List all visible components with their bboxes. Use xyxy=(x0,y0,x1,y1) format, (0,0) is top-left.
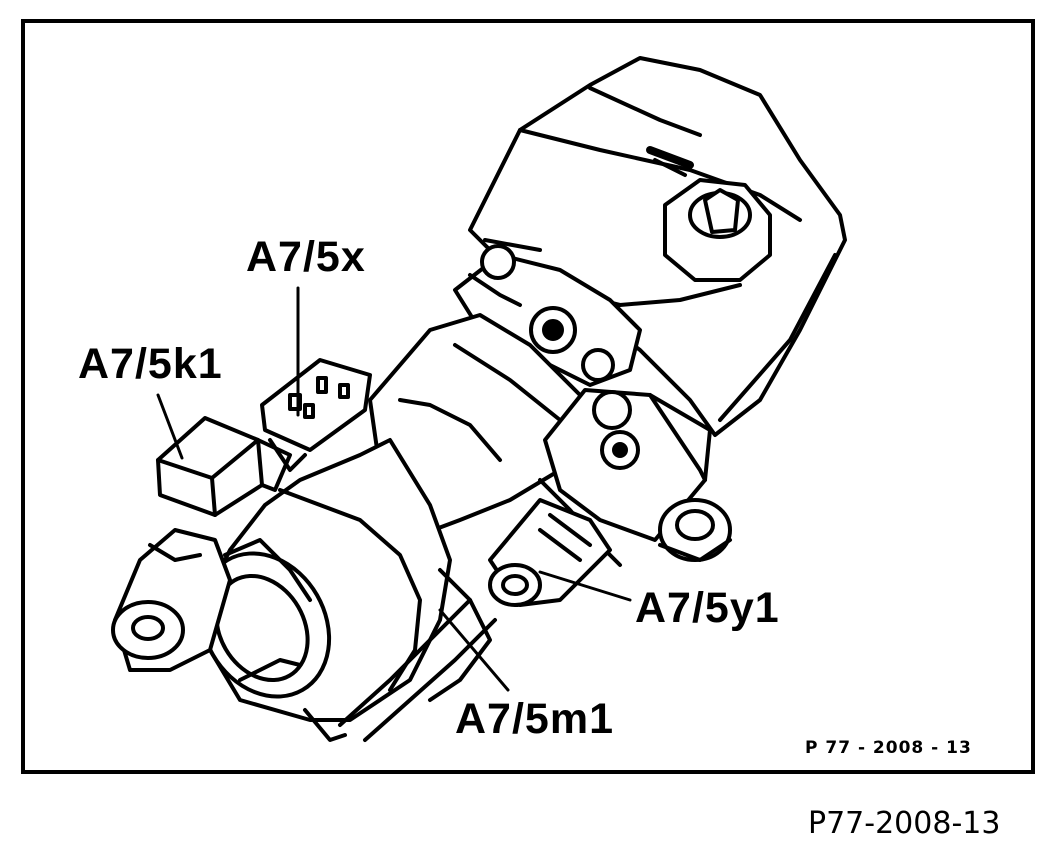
upper-bracket xyxy=(453,244,642,387)
leader-valve xyxy=(538,570,632,602)
leader-motor xyxy=(438,608,510,692)
label-a7-5m1: A7/5m1 xyxy=(455,695,614,743)
leader-relay xyxy=(156,393,184,460)
figure-caption: P77-2008-13 xyxy=(808,806,1001,841)
left-bracket xyxy=(111,528,232,672)
connector-plug xyxy=(260,358,372,472)
figure-code: P 77 - 2008 - 13 xyxy=(805,738,972,758)
motor-housing xyxy=(198,438,492,742)
label-a7-5x: A7/5x xyxy=(246,233,366,281)
right-mount xyxy=(658,498,732,562)
filler-cap xyxy=(646,146,772,282)
leader-lines xyxy=(156,286,632,692)
label-a7-5y1: A7/5y1 xyxy=(635,584,780,632)
valve-solenoid xyxy=(488,498,612,607)
valve-block xyxy=(538,388,712,567)
label-a7-5k1: A7/5k1 xyxy=(78,340,223,388)
